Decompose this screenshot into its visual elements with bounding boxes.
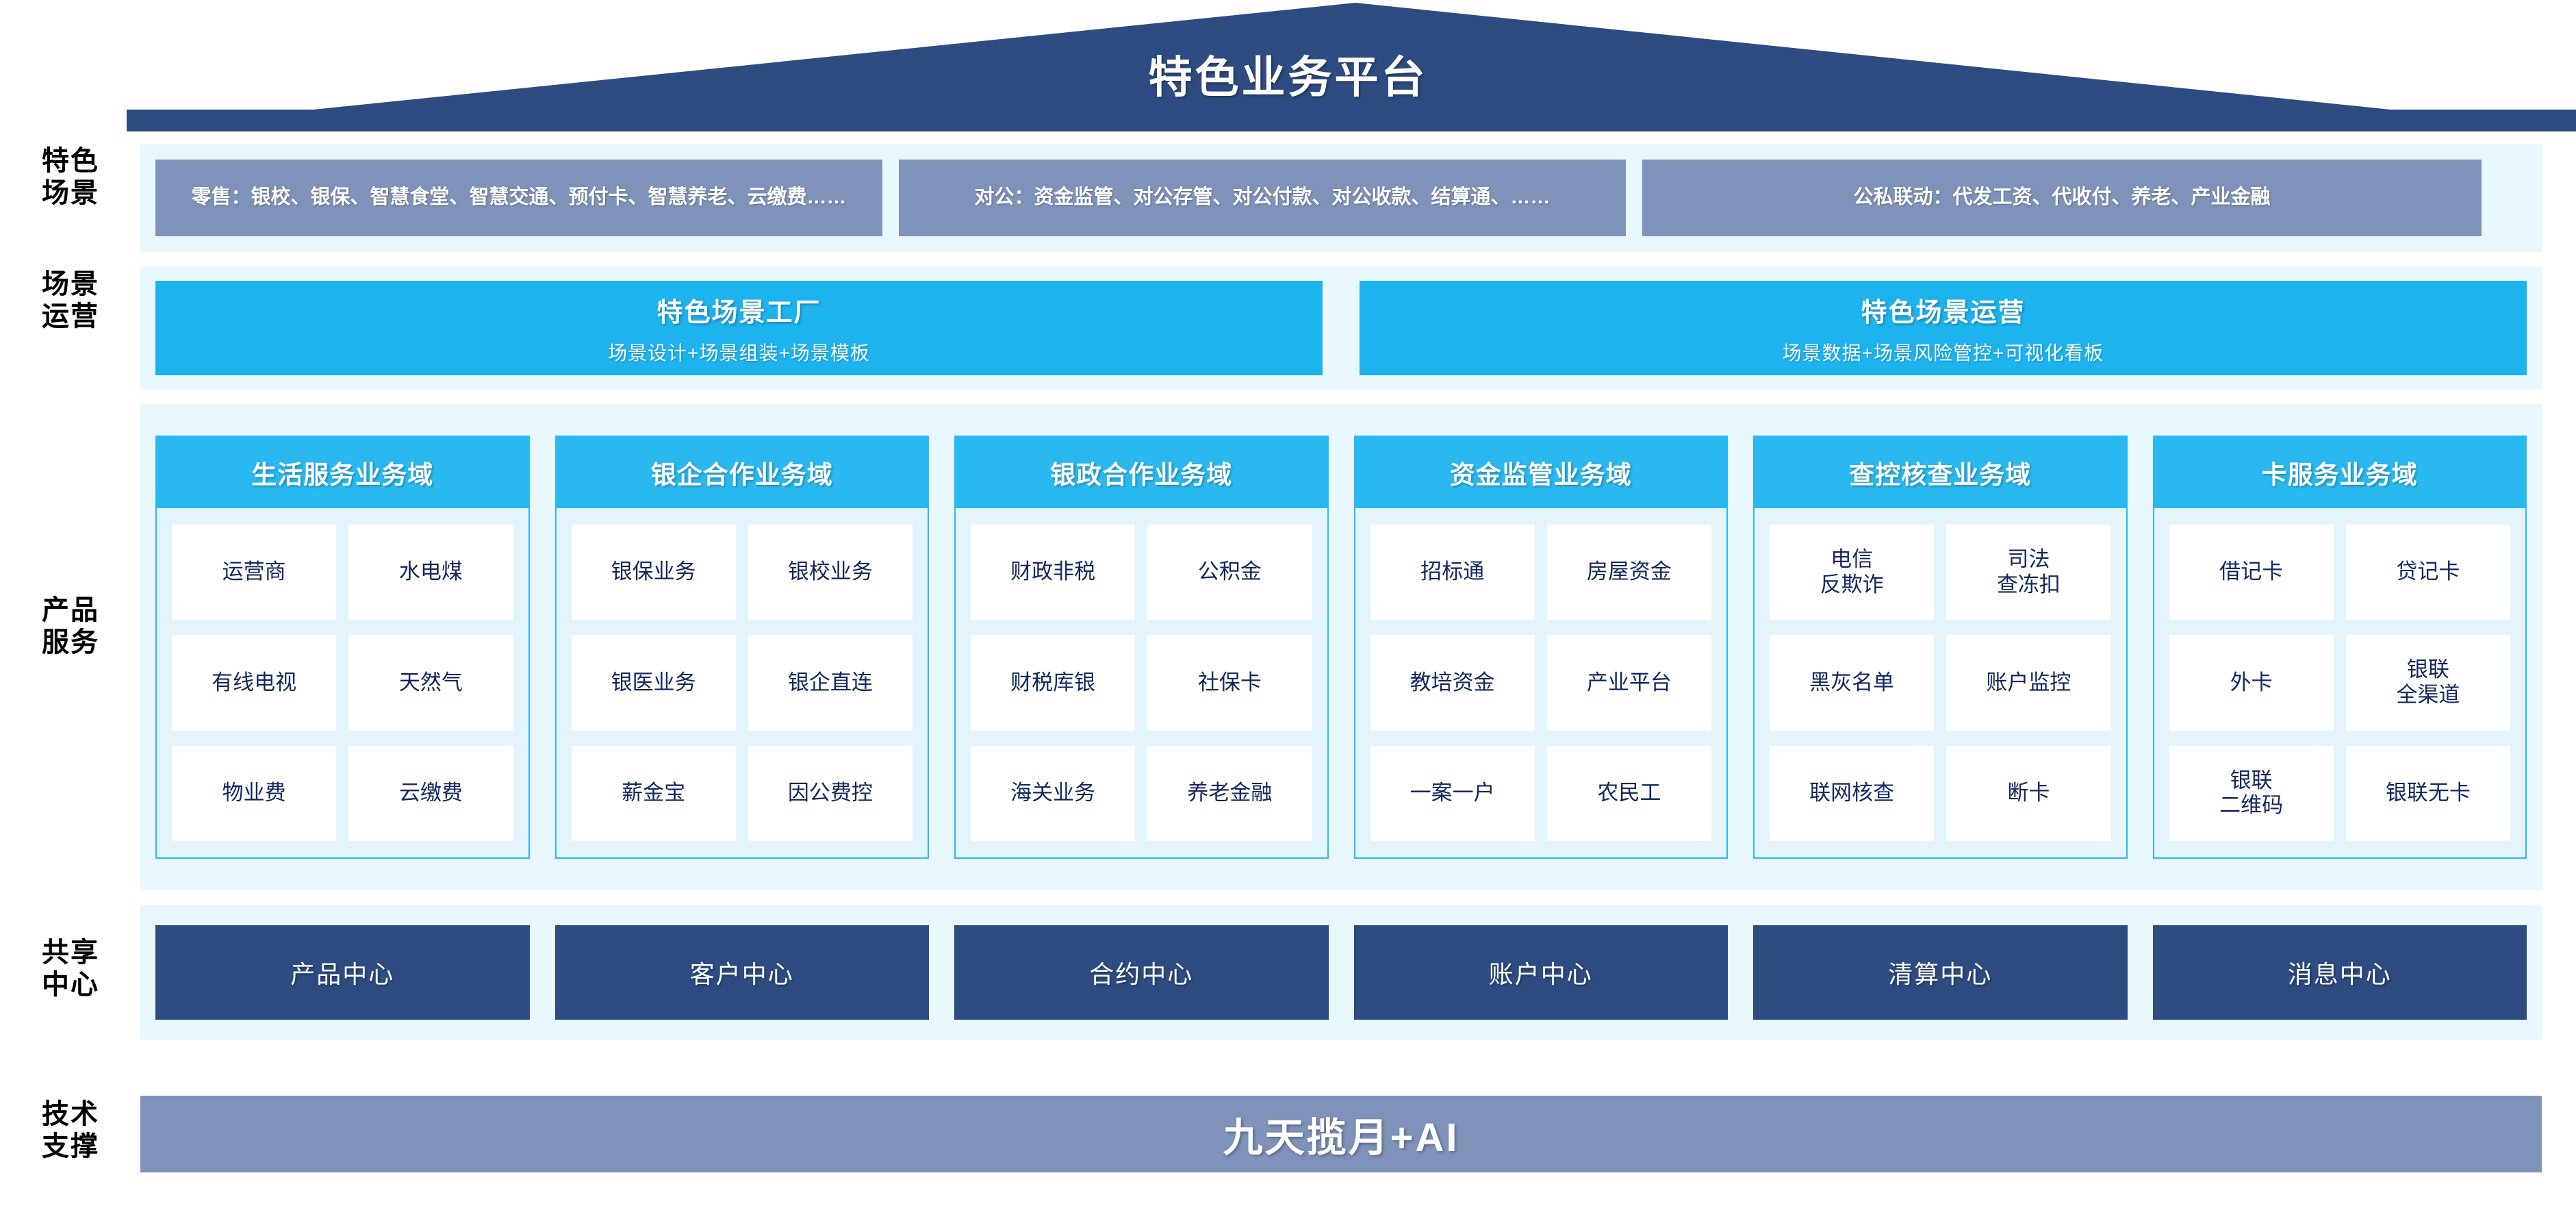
domain-item[interactable]: 公积金 xyxy=(1147,525,1312,620)
operations-box-scene-operation[interactable]: 特色场景运营 场景数据+场景风险管控+可视化看板 xyxy=(1360,281,2527,375)
domain-item[interactable]: 薪金宝 xyxy=(571,745,736,841)
domain-item-grid: 银保业务 银校业务 银医业务 银企直连 薪金宝 因公费控 xyxy=(557,508,928,857)
domain-card-list: 生活服务业务域 运营商 水电煤 有线电视 天然气 物业费 云缴费 银企合作业务域… xyxy=(140,404,2542,890)
domain-item[interactable]: 天然气 xyxy=(348,635,513,731)
domain-item[interactable]: 教培资金 xyxy=(1370,635,1535,731)
domain-item[interactable]: 海关业务 xyxy=(971,745,1136,841)
shared-center-list: 产品中心 客户中心 合约中心 账户中心 清算中心 消息中心 xyxy=(140,905,2542,1040)
domain-title: 资金监管业务域 xyxy=(1355,437,1726,508)
domain-item[interactable]: 水电煤 xyxy=(348,525,513,620)
domain-item[interactable]: 养老金融 xyxy=(1147,745,1312,841)
domain-card-life-service[interactable]: 生活服务业务域 运营商 水电煤 有线电视 天然气 物业费 云缴费 xyxy=(155,436,530,859)
domain-title: 银企合作业务域 xyxy=(556,437,928,508)
shared-center-band: 产品中心 客户中心 合约中心 账户中心 清算中心 消息中心 xyxy=(140,905,2542,1040)
operations-subtitle: 场景设计+场景组装+场景模板 xyxy=(608,342,870,364)
domain-item[interactable]: 因公费控 xyxy=(748,745,913,841)
product-service-band: 生活服务业务域 运营商 水电煤 有线电视 天然气 物业费 云缴费 银企合作业务域… xyxy=(140,404,2542,890)
domain-item[interactable]: 一案一户 xyxy=(1370,745,1535,841)
row-label-shared-center: 共享 中心 xyxy=(42,938,99,1001)
shared-center-customer[interactable]: 客户中心 xyxy=(554,925,929,1020)
operations-subtitle: 场景数据+场景风险管控+可视化看板 xyxy=(1782,342,2104,364)
operations-title: 特色场景运营 xyxy=(1861,298,2026,327)
domain-item-grid: 运营商 水电煤 有线电视 天然气 物业费 云缴费 xyxy=(157,508,528,857)
domain-item[interactable]: 账户监控 xyxy=(1946,635,2111,731)
domain-item[interactable]: 外卡 xyxy=(2169,635,2334,731)
domain-title: 银政合作业务域 xyxy=(956,437,1327,508)
domain-item-grid: 财政非税 公积金 财税库银 社保卡 海关业务 养老金融 xyxy=(956,508,1327,857)
scene-band: 零售：银校、银保、智慧食堂、智慧交通、预付卡、智慧养老、云缴费…… 对公：资金监… xyxy=(140,144,2542,252)
domain-item[interactable]: 有线电视 xyxy=(172,635,337,731)
domain-card-bank-government[interactable]: 银政合作业务域 财政非税 公积金 财税库银 社保卡 海关业务 养老金融 xyxy=(954,436,1329,859)
operations-list: 特色场景工厂 场景设计+场景组装+场景模板 特色场景运营 场景数据+场景风险管控… xyxy=(140,267,2542,389)
shared-center-account[interactable]: 账户中心 xyxy=(1353,925,1728,1020)
domain-item[interactable]: 断卡 xyxy=(1946,745,2111,841)
domain-item[interactable]: 贷记卡 xyxy=(2345,525,2510,620)
domain-title: 查控核查业务域 xyxy=(1755,437,2126,508)
domain-item[interactable]: 财政非税 xyxy=(971,525,1136,620)
row-label-product-service: 产品 服务 xyxy=(42,595,99,658)
domain-item[interactable]: 招标通 xyxy=(1370,525,1535,620)
domain-item[interactable]: 银企直连 xyxy=(748,635,913,731)
tech-support-bar[interactable]: 九天揽月+AI xyxy=(140,1096,2542,1172)
row-label-tech-support: 技术 支撑 xyxy=(42,1099,99,1162)
domain-item[interactable]: 云缴费 xyxy=(348,745,513,841)
domain-item[interactable]: 农民工 xyxy=(1546,745,1711,841)
operations-band: 特色场景工厂 场景设计+场景组装+场景模板 特色场景运营 场景数据+场景风险管控… xyxy=(140,267,2542,389)
roof-shape-icon xyxy=(127,3,2576,131)
domain-item[interactable]: 银联 二维码 xyxy=(2169,745,2334,841)
domain-title: 生活服务业务域 xyxy=(157,437,528,508)
domain-item[interactable]: 房屋资金 xyxy=(1546,525,1711,620)
domain-title: 卡服务业务域 xyxy=(2154,437,2525,508)
scene-box-public-private[interactable]: 公私联动：代发工资、代收付、养老、产业金融 xyxy=(1642,160,2482,236)
page-title: 特色业务平台 xyxy=(1148,53,1428,102)
shared-center-contract[interactable]: 合约中心 xyxy=(954,925,1329,1020)
domain-item[interactable]: 财税库银 xyxy=(971,635,1136,731)
domain-item[interactable]: 黑灰名单 xyxy=(1770,635,1935,731)
domain-item-grid: 电信 反欺诈 司法 查冻扣 黑灰名单 账户监控 联网核查 断卡 xyxy=(1755,508,2126,857)
shared-center-message[interactable]: 消息中心 xyxy=(2152,925,2527,1020)
domain-card-fund-supervision[interactable]: 资金监管业务域 招标通 房屋资金 教培资金 产业平台 一案一户 农民工 xyxy=(1353,436,1728,859)
domain-item[interactable]: 银保业务 xyxy=(571,525,736,620)
scene-box-retail[interactable]: 零售：银校、银保、智慧食堂、智慧交通、预付卡、智慧养老、云缴费…… xyxy=(155,160,882,236)
domain-item[interactable]: 银联无卡 xyxy=(2345,745,2510,841)
platform-roof: 特色业务平台 xyxy=(0,0,2576,131)
domain-item[interactable]: 运营商 xyxy=(172,525,337,620)
domain-item[interactable]: 银医业务 xyxy=(571,635,736,731)
shared-center-settlement[interactable]: 清算中心 xyxy=(1753,925,2128,1020)
operations-box-scene-factory[interactable]: 特色场景工厂 场景设计+场景组装+场景模板 xyxy=(155,281,1323,375)
domain-item[interactable]: 联网核查 xyxy=(1770,745,1935,841)
domain-item[interactable]: 物业费 xyxy=(172,745,337,841)
domain-item[interactable]: 借记卡 xyxy=(2169,525,2334,620)
domain-item[interactable]: 银校业务 xyxy=(748,525,913,620)
row-label-scene: 特色 场景 xyxy=(42,146,99,209)
domain-item[interactable]: 产业平台 xyxy=(1546,635,1711,731)
shared-center-product[interactable]: 产品中心 xyxy=(155,925,530,1020)
domain-item[interactable]: 银联 全渠道 xyxy=(2345,635,2510,731)
domain-item[interactable]: 司法 查冻扣 xyxy=(1946,525,2111,620)
domain-card-bank-enterprise[interactable]: 银企合作业务域 银保业务 银校业务 银医业务 银企直连 薪金宝 因公费控 xyxy=(554,436,929,859)
scene-box-corporate[interactable]: 对公：资金监管、对公存管、对公付款、对公收款、结算通、…… xyxy=(899,160,1626,236)
domain-item[interactable]: 社保卡 xyxy=(1147,635,1312,731)
scene-list: 零售：银校、银保、智慧食堂、智慧交通、预付卡、智慧养老、云缴费…… 对公：资金监… xyxy=(140,144,2542,252)
operations-title: 特色场景工厂 xyxy=(656,298,821,327)
domain-item-grid: 招标通 房屋资金 教培资金 产业平台 一案一户 农民工 xyxy=(1355,508,1727,857)
domain-card-investigation[interactable]: 查控核查业务域 电信 反欺诈 司法 查冻扣 黑灰名单 账户监控 联网核查 断卡 xyxy=(1753,436,2128,859)
domain-item[interactable]: 电信 反欺诈 xyxy=(1770,525,1935,620)
domain-item-grid: 借记卡 贷记卡 外卡 银联 全渠道 银联 二维码 银联无卡 xyxy=(2154,508,2526,857)
domain-card-card-service[interactable]: 卡服务业务域 借记卡 贷记卡 外卡 银联 全渠道 银联 二维码 银联无卡 xyxy=(2152,436,2527,859)
row-label-operations: 场景 运营 xyxy=(42,269,99,332)
